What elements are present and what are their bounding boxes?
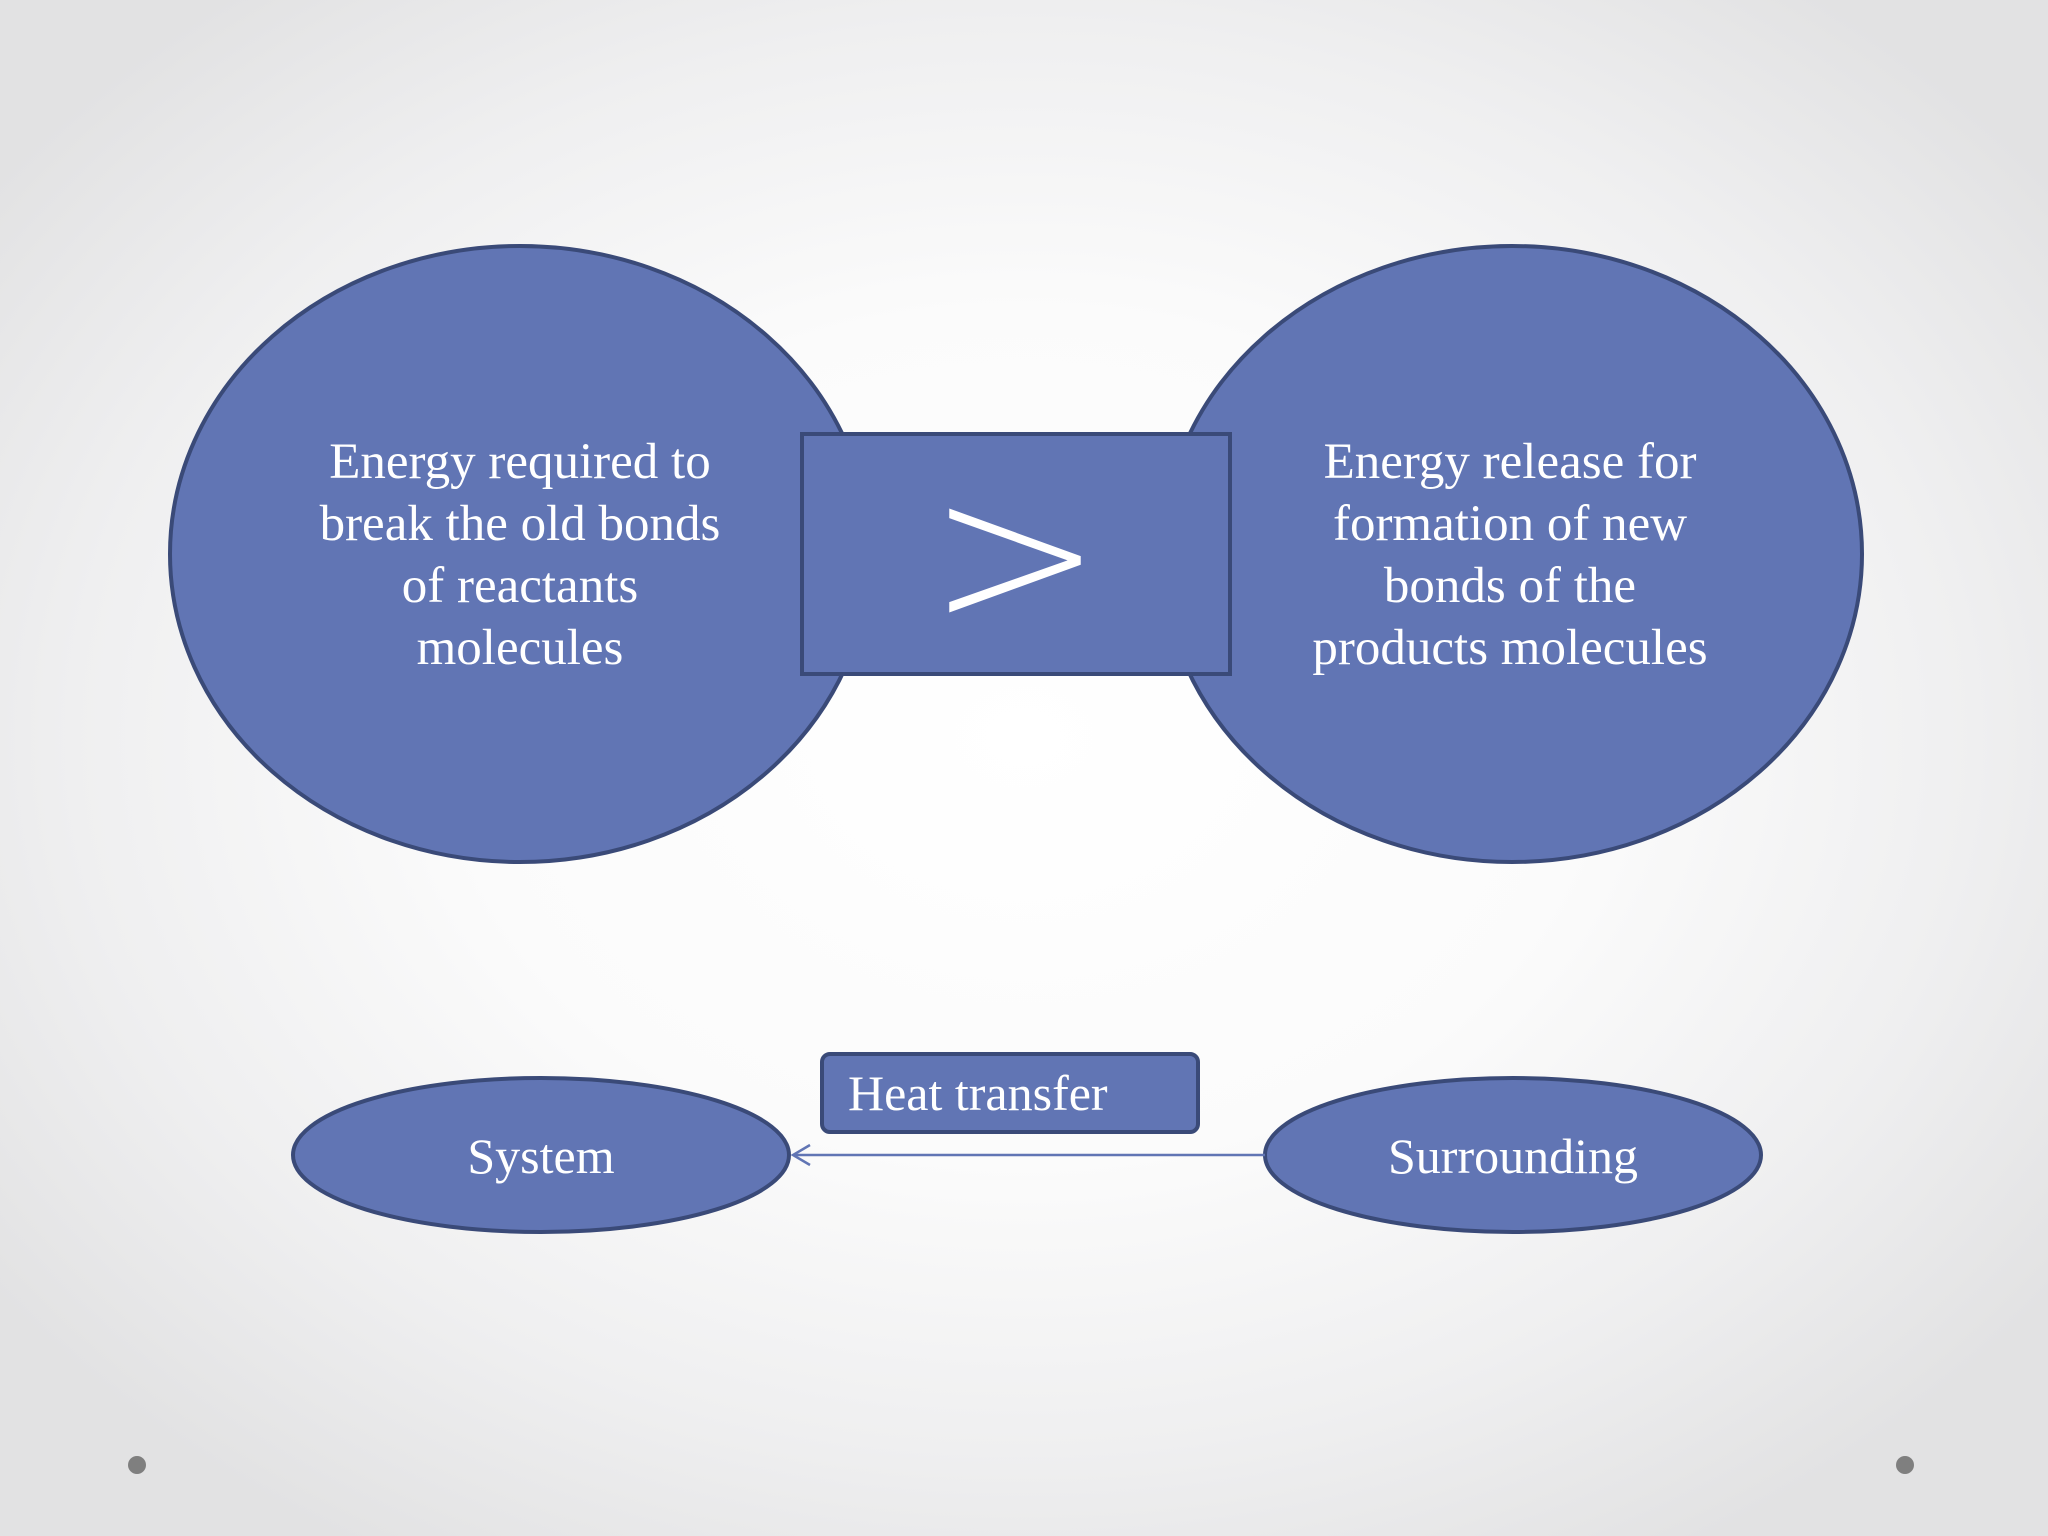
comparison-operator-box bbox=[800, 432, 1232, 676]
reactant-bonds-label: Energy required to break the old bonds o… bbox=[319, 434, 721, 676]
system-label: System bbox=[467, 1128, 615, 1184]
system-ellipse bbox=[291, 1076, 791, 1234]
surrounding-label: Surrounding bbox=[1388, 1128, 1638, 1184]
heat-transfer-arrow bbox=[790, 1143, 1265, 1167]
heat-transfer-label-box bbox=[820, 1052, 1200, 1134]
slide-dot-right bbox=[1896, 1456, 1914, 1474]
slide-dot-left bbox=[128, 1456, 146, 1474]
greater-than-symbol: > bbox=[927, 431, 1103, 676]
product-bonds-label: Energy release for formation of new bond… bbox=[1312, 434, 1708, 676]
heat-transfer-label: Heat transfer bbox=[848, 1065, 1108, 1121]
